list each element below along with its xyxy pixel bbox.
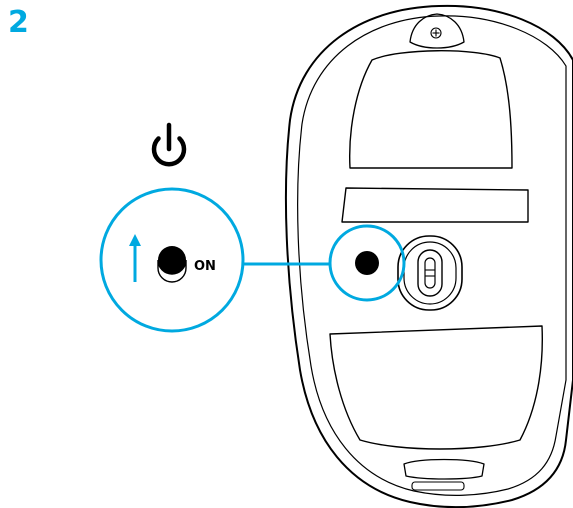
battery-bar <box>341 187 529 223</box>
mouse-body <box>284 4 573 508</box>
optical-sensor <box>397 235 463 311</box>
step-number: 2 <box>8 5 29 40</box>
callout-switch-base <box>157 259 187 283</box>
lower-foot-pad <box>329 325 543 450</box>
switch-highlight-ring <box>328 224 406 302</box>
upper-foot-pad <box>349 50 513 169</box>
up-arrow-icon <box>129 234 141 282</box>
mouse-power-switch[interactable] <box>355 251 379 275</box>
power-icon <box>151 122 187 167</box>
callout-switch[interactable] <box>158 246 186 274</box>
screw-icon <box>430 27 442 39</box>
switch-on-label: ON <box>194 259 216 274</box>
